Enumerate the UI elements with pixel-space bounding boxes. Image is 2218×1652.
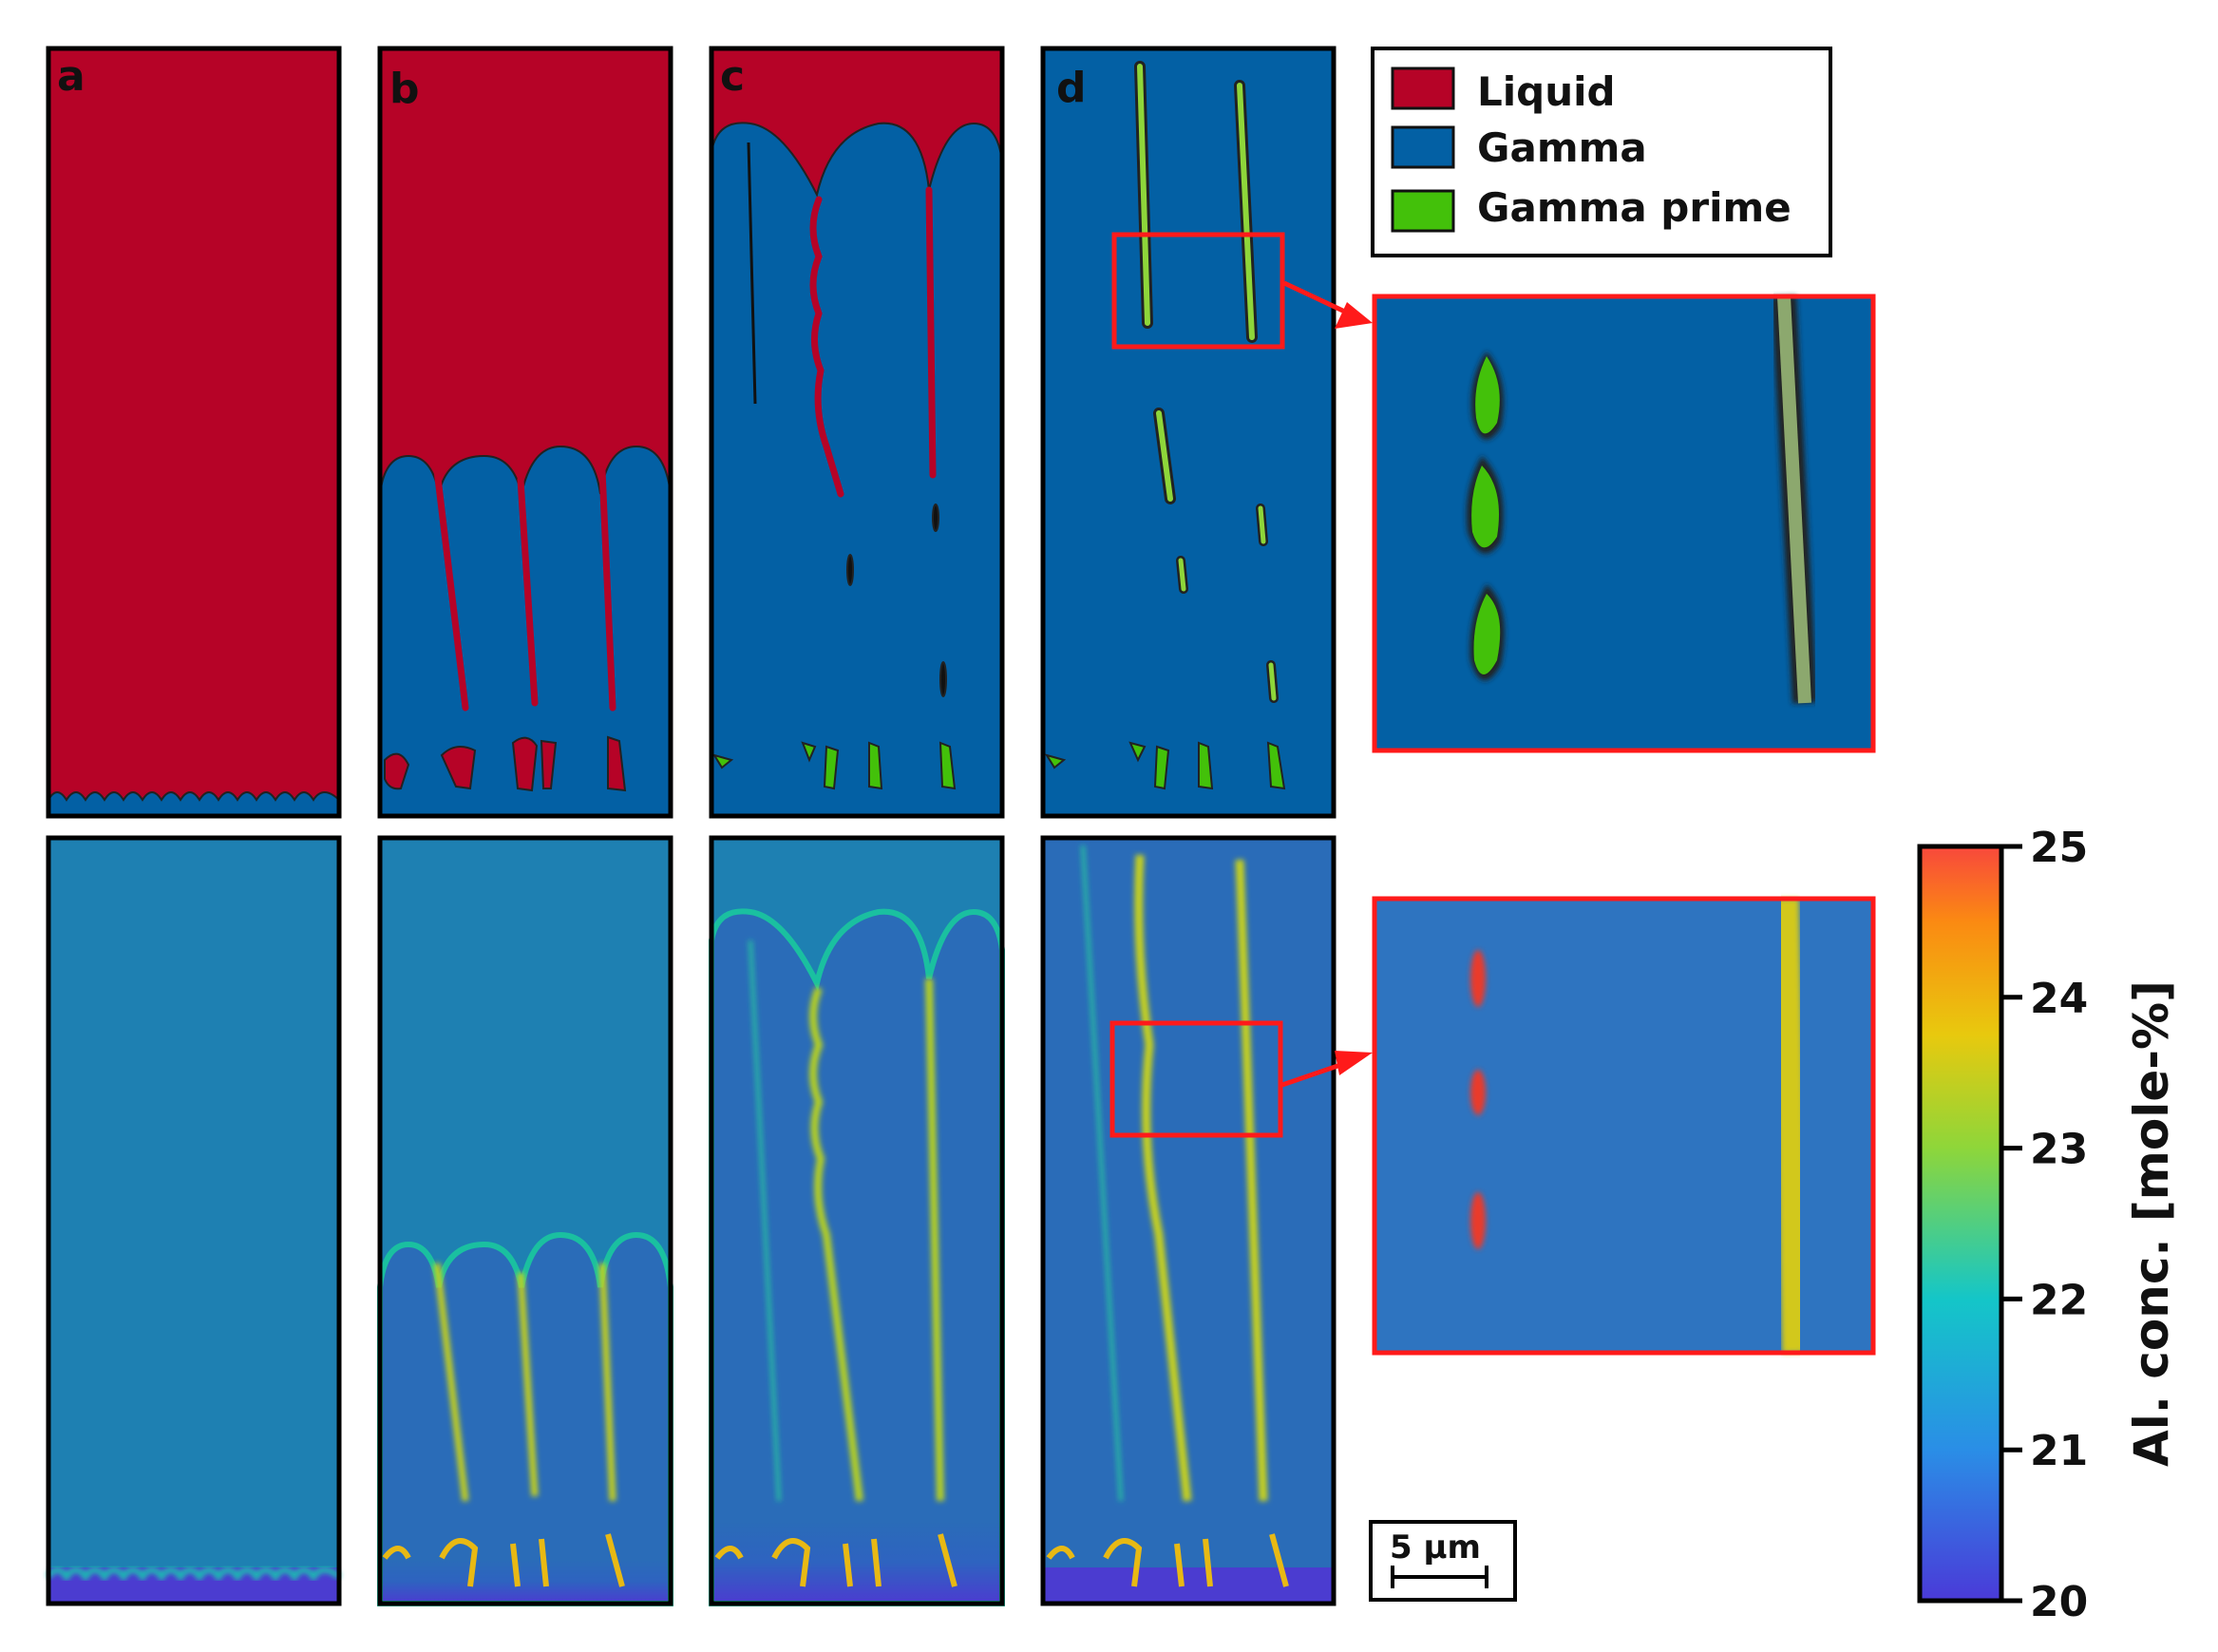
- zoom-inset-top: [1372, 294, 1876, 753]
- panel-label-c: c: [720, 52, 745, 101]
- phase-panel-d: d: [1040, 46, 1336, 819]
- phase-panel-b: b: [377, 46, 673, 819]
- bottom-gamma-prime-d: [1044, 741, 1286, 790]
- phase-panel-a: a: [46, 46, 342, 819]
- conc-panel-d: [1040, 835, 1336, 1606]
- scale-bar-label: 5 µm: [1390, 1529, 1481, 1567]
- panel-label-b: b: [389, 65, 420, 113]
- legend-label-gamma-prime: Gamma prime: [1477, 184, 1791, 231]
- colorbar-tick-label: 20: [2030, 1578, 2088, 1626]
- gamma-prime-blobs-zoom: [1467, 295, 1817, 704]
- gamma-prime-chains-d: [1134, 61, 1279, 703]
- colorbar-tick-label: 24: [2030, 975, 2088, 1023]
- dendrite-front-c: [711, 122, 1003, 817]
- colorbar-gradient: [1917, 844, 2004, 1604]
- conc-panel-b: [377, 835, 673, 1606]
- conc-panel-c: [709, 835, 1005, 1606]
- legend-label-gamma: Gamma: [1477, 124, 1647, 171]
- colorbar-label: Al. conc. [mole-%]: [2124, 980, 2179, 1467]
- colorbar-tick-label: 21: [2030, 1427, 2088, 1475]
- colorbar-tick-label: 23: [2030, 1126, 2088, 1174]
- phase-panel-c: c: [709, 46, 1005, 819]
- gamma-front-a: [47, 791, 340, 817]
- gamma-prime-droplets-c: [711, 503, 957, 790]
- highlight-box-top: [1111, 232, 1285, 350]
- thin-channel-c: [747, 142, 757, 405]
- legend-swatch-gamma: [1391, 125, 1455, 169]
- colorbar-ticks: 25 24 23 22 21 20: [2001, 824, 2088, 1626]
- conc-panel-a: [46, 835, 342, 1606]
- zoom-inset-bottom: [1372, 896, 1876, 1356]
- panel-label-d: d: [1056, 64, 1087, 112]
- scale-bar: 5 µm: [1369, 1520, 1517, 1602]
- bottom-liquid-pockets-b: [384, 735, 627, 792]
- colorbar-tick-label: 22: [2030, 1276, 2088, 1324]
- colorbar: 25 24 23 22 21 20 Al. conc. [mole-%]: [1917, 824, 2179, 1626]
- highlight-box-bottom: [1109, 1020, 1283, 1138]
- legend-swatch-liquid: [1391, 66, 1455, 110]
- phase-legend: Liquid Gamma Gamma prime: [1371, 47, 1832, 257]
- zoom-arrow-bottom: [1281, 1051, 1373, 1088]
- interdendritic-liquid-b: [433, 466, 616, 712]
- legend-label-liquid: Liquid: [1477, 68, 1616, 115]
- interdendritic-liquid-c: [809, 186, 937, 498]
- zoom-arrow-top: [1282, 280, 1373, 329]
- panel-label-a: a: [57, 52, 85, 101]
- legend-swatch-gamma-prime: [1391, 189, 1455, 233]
- colorbar-tick-label: 25: [2030, 824, 2088, 872]
